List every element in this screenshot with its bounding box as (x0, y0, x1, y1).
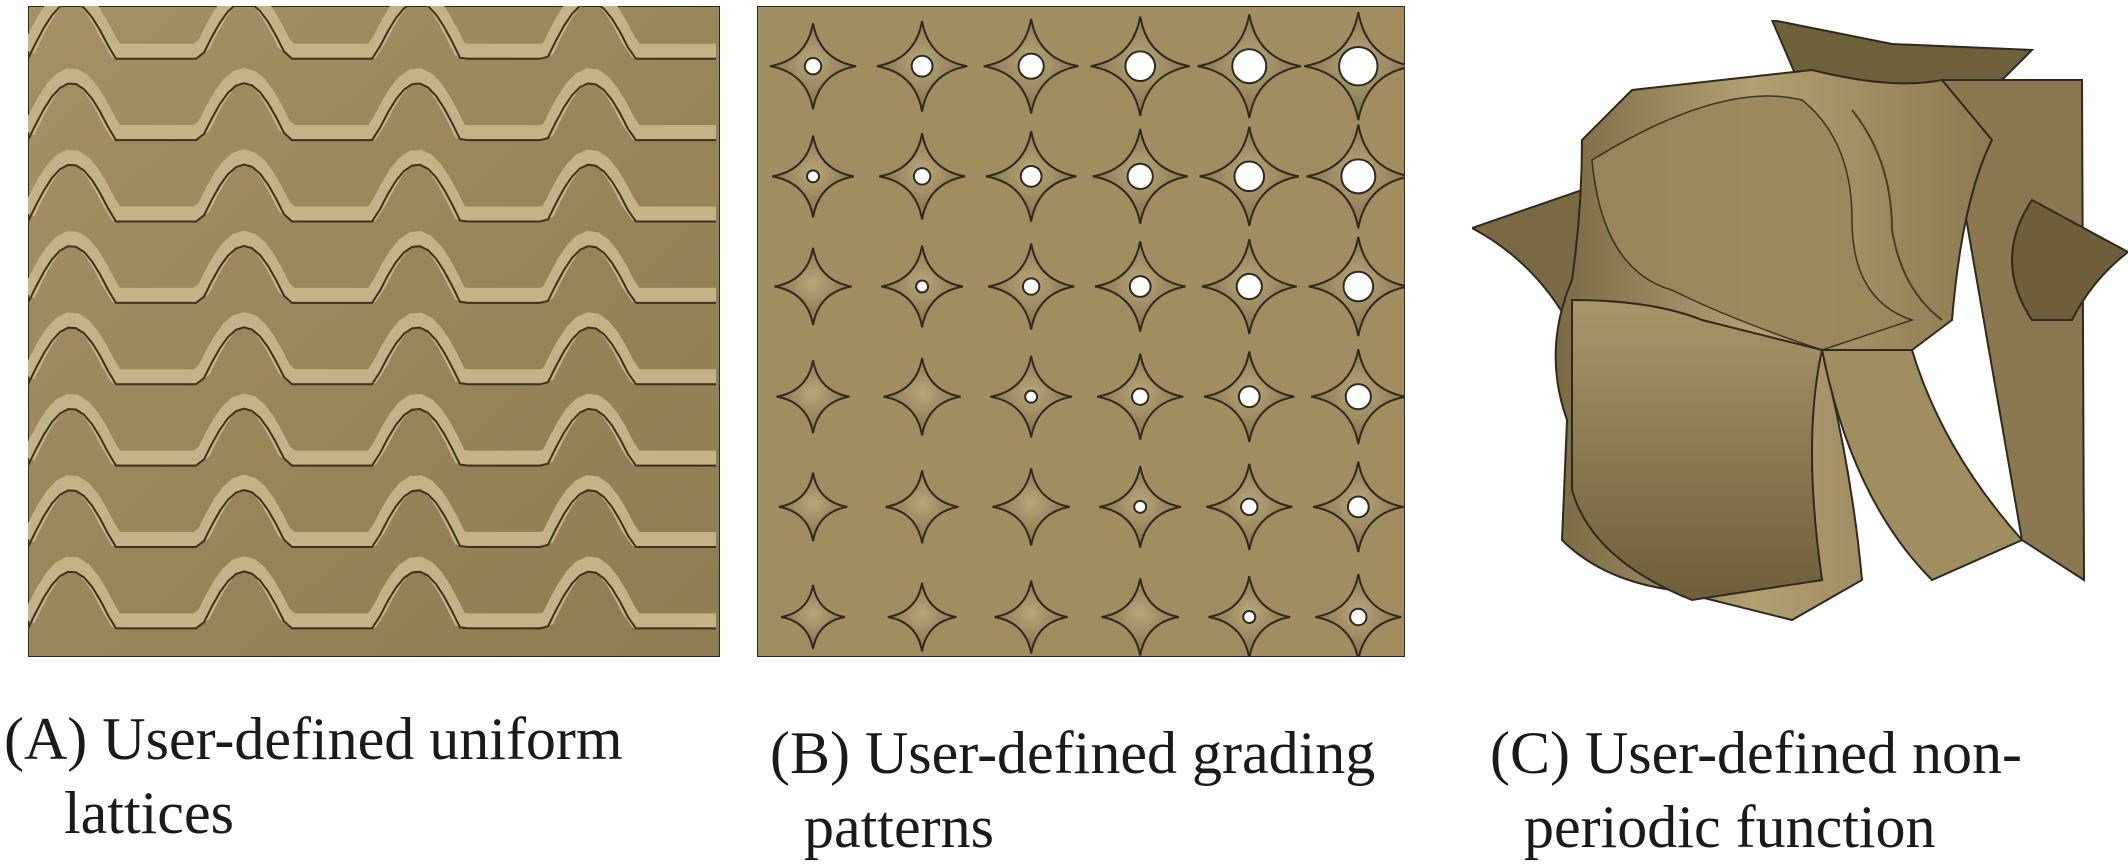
lattice-cell (780, 584, 846, 650)
lattice-hole (1344, 383, 1372, 411)
wave-strand (28, 6, 716, 58)
wave-strand (28, 474, 716, 546)
lattice-hole (1126, 162, 1154, 190)
lattice-hole (1019, 164, 1043, 188)
lattice-hole (1338, 46, 1379, 87)
caption-a-line2: lattices (64, 780, 234, 846)
caption-a: (A) User-defined uniform lattices (4, 702, 623, 850)
right-back-wall (1940, 79, 2086, 582)
lower-front-face (1571, 298, 1824, 602)
lattice-hole (910, 54, 934, 78)
lattice-hole (1128, 275, 1152, 298)
wave-strand-edge (28, 488, 716, 548)
lattice-hole (1131, 387, 1150, 406)
lattice-hole (1342, 270, 1375, 303)
caption-c-line1: (C) User-defined non- (1490, 720, 2022, 786)
wave-strand (28, 312, 716, 384)
panel-a-uniform-lattice-figure (28, 6, 720, 657)
caption-a-line1: (A) User-defined uniform (4, 706, 623, 772)
lattice-hole (1133, 499, 1148, 514)
lattice-cell (883, 357, 961, 436)
wave-strand-edge (28, 82, 716, 142)
lattice-hole (1242, 610, 1257, 624)
lattice-hole (1017, 52, 1045, 80)
lattice-hole (1349, 607, 1368, 627)
lattice-cell (778, 472, 848, 542)
lattice-hole (1237, 385, 1261, 409)
lower-right-face (1820, 349, 2024, 582)
lattice-cell (885, 470, 959, 544)
wave-strand-edge (28, 244, 716, 304)
lattice-hole (1021, 277, 1041, 296)
wave-strand-edge (28, 163, 716, 223)
lattice-cell (774, 247, 852, 326)
lattice-cell (992, 468, 1070, 546)
caption-b-line2: patterns (804, 794, 994, 860)
wave-strand-edge (28, 6, 716, 60)
lattice-hole (1235, 272, 1263, 301)
lattice-hole (1240, 497, 1259, 517)
lattice-cell (776, 360, 850, 434)
wave-strand (28, 393, 716, 465)
wave-strand (28, 67, 716, 140)
lattice-hole (915, 279, 930, 294)
concave-face (1591, 95, 1915, 351)
wave-strand (28, 149, 716, 221)
lattice-cell (994, 580, 1068, 654)
caption-b-line1: (B) User-defined grading (770, 720, 1376, 786)
right-fin (2011, 198, 2128, 321)
lattice-a-wave-strands (28, 6, 716, 630)
lattice-cell (887, 582, 957, 652)
uniform-lattice-image (28, 6, 720, 657)
lattice-hole (1233, 160, 1266, 193)
lattice-hole (1231, 48, 1268, 85)
lattice-hole (1024, 389, 1039, 404)
lattice-b-background (757, 6, 1405, 657)
lattice-hole (1346, 495, 1370, 519)
wave-strand (28, 230, 716, 302)
wave-strand-edge (28, 570, 716, 630)
caption-c: (C) User-defined non- periodic function (1490, 716, 2022, 864)
panel-c-non-periodic-figure (1472, 20, 2128, 650)
wave-strand-edge (28, 326, 716, 386)
wave-strand-edge (28, 407, 716, 467)
lattice-b-cells (769, 12, 1405, 657)
wave-strand (28, 556, 716, 628)
ridge-line (1851, 109, 1943, 321)
caption-c-line2: periodic function (1524, 794, 1936, 860)
lattice-hole (1340, 158, 1377, 195)
lattice-cell (1101, 578, 1179, 656)
lattice-hole (806, 169, 821, 184)
caption-b: (B) User-defined grading patterns (770, 716, 1375, 864)
non-periodic-cell-image (1472, 20, 2128, 622)
lattice-hole (1124, 50, 1157, 83)
panel-b-grading-pattern-figure (757, 6, 1405, 657)
lattice-hole (912, 167, 932, 186)
lattice-hole (803, 57, 823, 76)
grading-pattern-image (757, 6, 1405, 657)
